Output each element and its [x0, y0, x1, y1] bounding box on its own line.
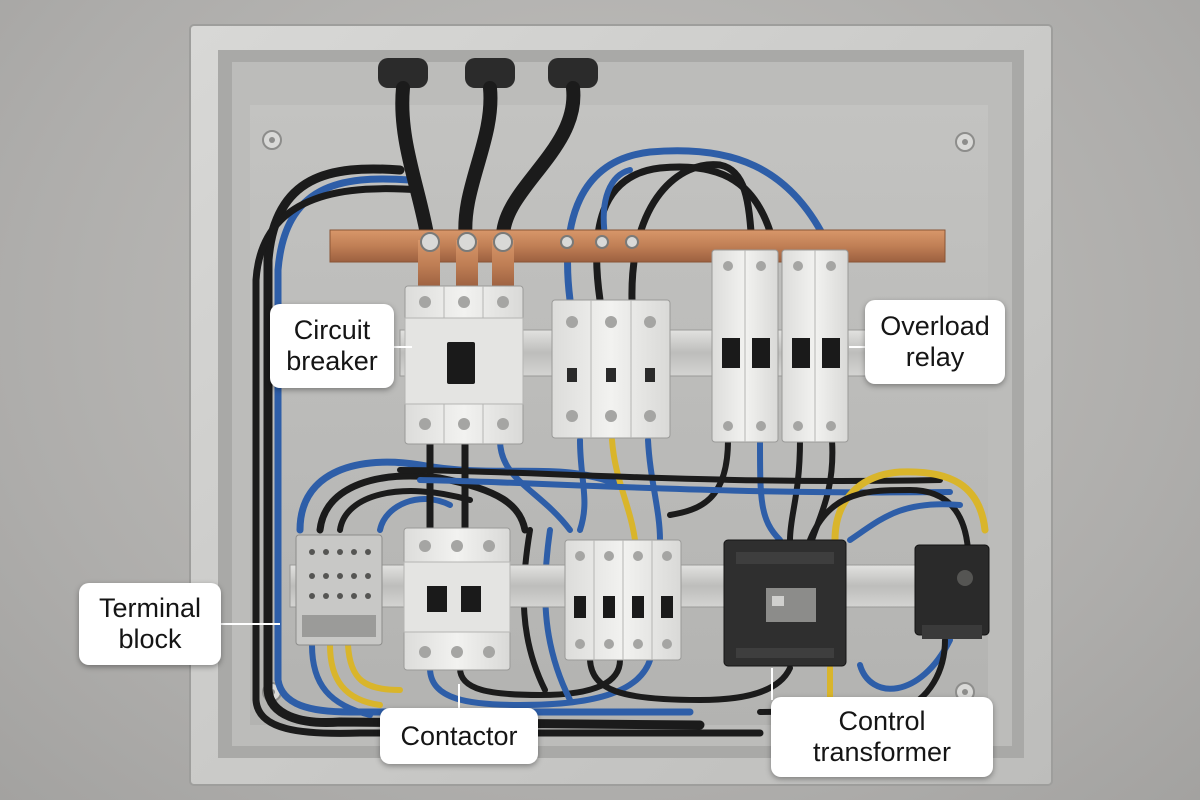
label-line: breaker	[286, 346, 378, 376]
terminal-block	[295, 534, 383, 646]
label-contactor: Contactor	[380, 708, 538, 764]
label-terminal-block: Terminal block	[79, 583, 221, 665]
overload-relay	[711, 249, 849, 443]
circuit-breaker	[404, 285, 524, 445]
label-line: Contactor	[400, 720, 518, 751]
label-line: Terminal	[98, 593, 202, 623]
label-line: Control	[838, 706, 926, 736]
control-transformer	[723, 539, 847, 667]
contactor	[403, 527, 511, 671]
label-overload-relay: Overload relay	[865, 300, 1005, 384]
label-control-transformer: Control transformer	[771, 697, 993, 777]
label-line: block	[118, 624, 182, 654]
label-circuit-breaker: Circuit breaker	[270, 304, 394, 388]
cable-glands	[378, 58, 598, 88]
label-line: transformer	[812, 737, 952, 767]
leader-lines	[220, 346, 866, 710]
mcb-module	[551, 299, 671, 439]
label-line: Circuit	[293, 315, 371, 345]
auxiliary-relay	[914, 544, 990, 639]
label-line: Overload	[880, 311, 990, 341]
mcb-module-4p	[564, 539, 682, 661]
label-line: relay	[905, 342, 965, 372]
